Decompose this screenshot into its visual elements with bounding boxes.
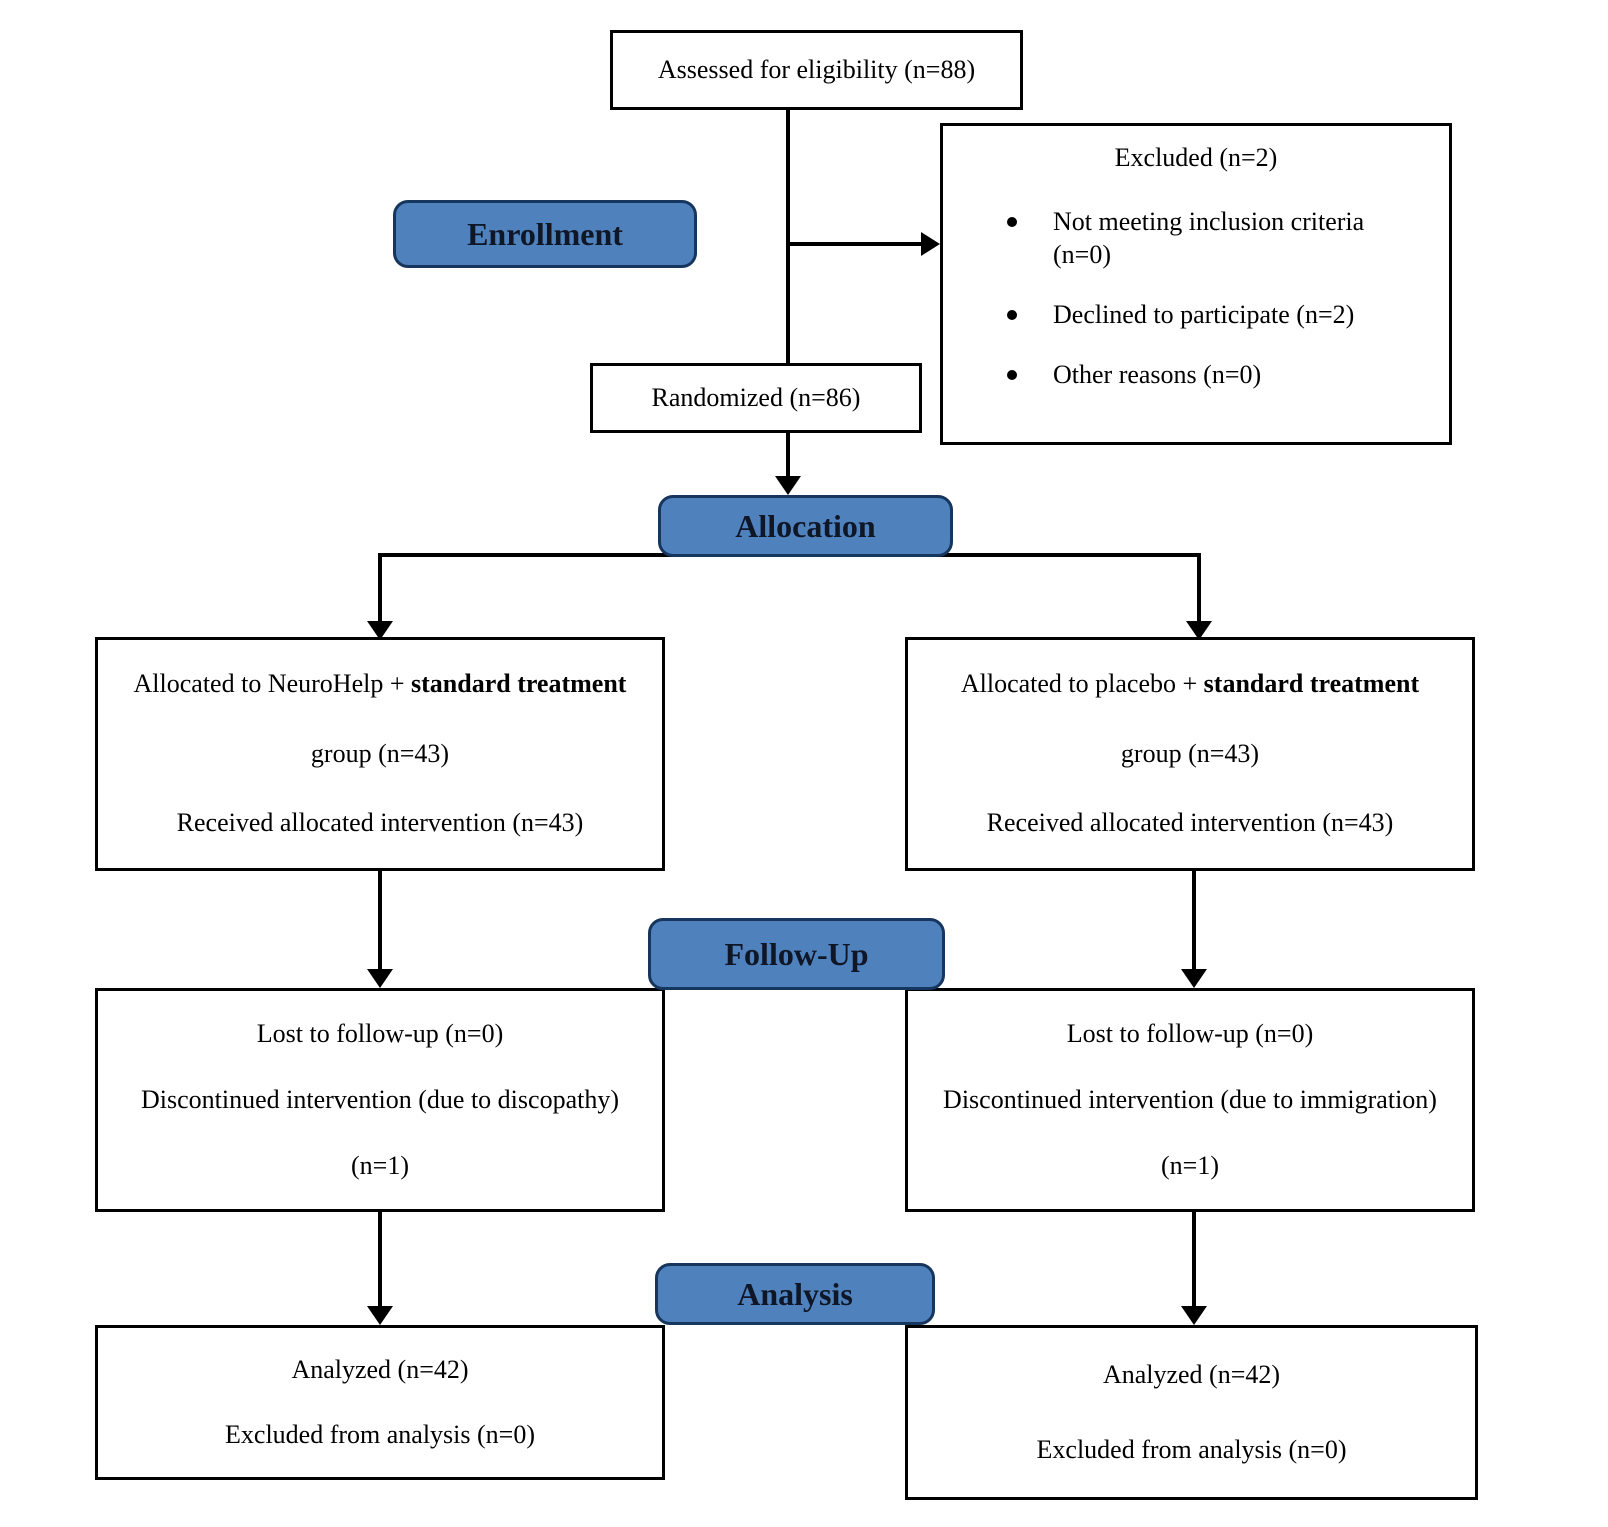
phase-label-enrollment: Enrollment [393,200,697,268]
assessed-eligibility-box: Assessed for eligibility (n=88) [610,30,1023,110]
excluded-reason-text: Other reasons (n=0) [1053,359,1262,389]
analysis-right-line2: Excluded from analysis (n=0) [1036,1434,1347,1464]
connector-branch-right-drop [1197,553,1201,622]
excluded-title: Excluded (n=2) [1114,143,1278,172]
allocation-left-box: Allocated to NeuroHelp + standard treatm… [95,637,665,871]
arrowhead-down-followup-left-icon [367,969,393,988]
phase-label-followup-text: Follow-Up [724,935,869,972]
connector-branch-left-drop [378,553,382,622]
phase-label-allocation-text: Allocation [735,507,876,544]
allocation-left-line3: Received allocated intervention (n=43) [176,808,584,838]
bullet-icon [1007,216,1017,227]
followup-right-box: Lost to follow-up (n=0) Discontinued int… [905,988,1475,1212]
allocation-right-line1-prefix: Allocated to placebo + [960,669,1204,699]
arrowhead-down-alloc-left-icon [367,621,393,640]
analysis-left-box: Analyzed (n=42) Excluded from analysis (… [95,1325,665,1480]
followup-left-line2: Discontinued intervention (due to discop… [140,1084,619,1114]
phase-label-allocation: Allocation [658,495,953,557]
allocation-right-line2: group (n=43) [1120,738,1260,768]
arrowhead-down-followup-right-icon [1181,969,1207,988]
analysis-left-line1: Analyzed (n=42) [291,1355,469,1384]
arrowhead-right-excluded-icon [921,232,940,256]
followup-right-line1: Lost to follow-up (n=0) [1066,1018,1314,1048]
arrowhead-down-analysis-right-icon [1181,1306,1207,1325]
excluded-reason-item: Other reasons (n=0) [1007,358,1419,392]
allocation-right-box: Allocated to placebo + standard treatmen… [905,637,1475,871]
excluded-reason-item: Not meeting inclusion criteria (n=0) [1007,205,1419,273]
bullet-icon [1007,369,1017,380]
phase-label-followup: Follow-Up [648,918,945,990]
allocation-left-line1-prefix: Allocated to NeuroHelp + [133,669,411,699]
randomized-box: Randomized (n=86) [590,363,922,433]
connector-followup-to-analysis-right [1192,1212,1196,1307]
allocation-right-line1: Allocated to placebo + standard treatmen… [961,668,1419,701]
allocation-left-line2: group (n=43) [310,738,450,768]
excluded-reason-text: Not meeting inclusion criteria (n=0) [1053,206,1365,270]
connector-assessed-to-randomized [786,110,790,363]
excluded-box: Excluded (n=2) Not meeting inclusion cri… [940,123,1452,445]
followup-right-line2: Discontinued intervention (due to immigr… [943,1084,1437,1114]
followup-left-line3: (n=1) [351,1150,409,1180]
followup-left-line1: Lost to follow-up (n=0) [256,1018,504,1048]
excluded-reason-text: Declined to participate (n=2) [1053,300,1355,330]
arrowhead-down-allocation-icon [775,476,801,495]
followup-left-box: Lost to follow-up (n=0) Discontinued int… [95,988,665,1212]
phase-label-analysis-text: Analysis [737,1275,853,1312]
phase-label-enrollment-text: Enrollment [467,215,623,252]
connector-randomized-to-allocation [786,433,790,477]
connector-followup-to-analysis-left [378,1212,382,1307]
arrowhead-down-alloc-right-icon [1186,621,1212,640]
randomized-text: Randomized (n=86) [651,382,861,412]
connector-alloc-to-followup-left [378,871,382,970]
phase-label-analysis: Analysis [655,1263,935,1325]
excluded-reason-item: Declined to participate (n=2) [1007,298,1419,332]
assessed-eligibility-text: Assessed for eligibility (n=88) [657,54,976,84]
connector-to-excluded [786,242,921,246]
analysis-left-line2: Excluded from analysis (n=0) [225,1419,535,1449]
allocation-right-line1-bold: standard treatment [1203,669,1420,699]
allocation-left-line1: Allocated to NeuroHelp + standard treatm… [134,668,627,701]
connector-alloc-to-followup-right [1192,871,1196,970]
allocation-right-line3: Received allocated intervention (n=43) [986,808,1394,838]
analysis-right-box: Analyzed (n=42) Excluded from analysis (… [905,1325,1478,1500]
analysis-right-line1: Analyzed (n=42) [1102,1360,1281,1389]
followup-right-line3: (n=1) [1161,1150,1219,1180]
allocation-left-line1-bold: standard treatment [411,669,627,699]
bullet-icon [1007,310,1017,321]
excluded-reason-list: Not meeting inclusion criteria (n=0) Dec… [943,205,1449,392]
arrowhead-down-analysis-left-icon [367,1306,393,1325]
